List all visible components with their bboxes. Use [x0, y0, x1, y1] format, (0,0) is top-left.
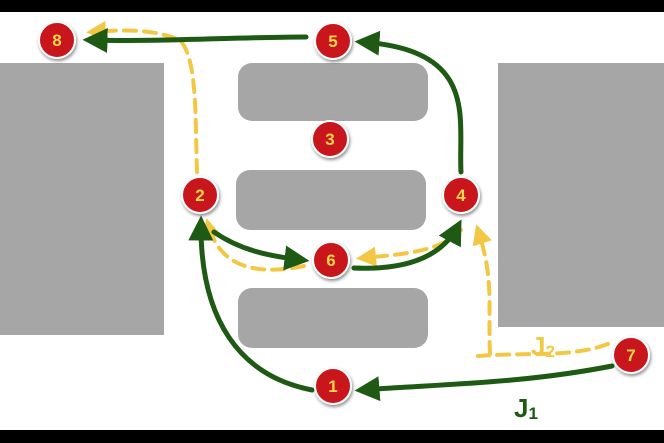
right-block: [498, 63, 664, 327]
node-7: 7: [612, 336, 650, 374]
node-1: 1: [314, 367, 352, 405]
path-j1-edge-4-to-5: [354, 30, 464, 175]
node-5-label: 5: [328, 32, 337, 51]
path-j1-edge-6-to-4: [351, 219, 462, 271]
node-8: 8: [38, 21, 76, 59]
node-6: 6: [312, 241, 350, 279]
node-3-circle: [311, 120, 349, 158]
node-3: 3: [311, 120, 349, 158]
middle-block-top: [238, 63, 428, 121]
node-4-label: 4: [456, 186, 466, 205]
nodes-layer: 1 2 3 4 5 6 7 8: [38, 21, 650, 405]
path-j1-edge-5-to-8: [82, 28, 309, 53]
middle-block-bottom: [238, 288, 428, 348]
path-j1-edge-2-to-6: [211, 229, 310, 271]
node-5: 5: [314, 22, 352, 60]
path-j1-edges: [82, 28, 615, 402]
node-4: 4: [442, 176, 480, 214]
node-8-label: 8: [52, 31, 61, 50]
node-8-circle: [38, 21, 76, 59]
path-j2-edge-6-to-2: [201, 218, 306, 272]
path-j1-label-name: J: [514, 393, 528, 423]
node-2: 2: [181, 176, 219, 214]
path-j1-edge-1-to-2: [188, 215, 315, 393]
path-j2-label-subscript: 2: [545, 342, 554, 361]
node-7-label: 7: [626, 346, 635, 365]
path-j1-edge-7-to-1: [354, 363, 615, 402]
path-j2-edge-2-to-8: [86, 21, 199, 174]
node-5-circle: [314, 22, 352, 60]
frame-top: [0, 0, 664, 12]
node-6-circle: [312, 241, 350, 279]
frame-bottom: [0, 430, 664, 443]
path-j2-edge-7-to-4: [478, 230, 610, 358]
path-j1-label-subscript: 1: [528, 404, 537, 423]
node-2-circle: [181, 176, 219, 214]
node-1-label: 1: [328, 377, 337, 396]
node-3-label: 3: [325, 130, 334, 149]
node-4-circle: [442, 176, 480, 214]
node-1-circle: [314, 367, 352, 405]
middle-block-center: [236, 170, 426, 230]
path-j2-label: J2: [531, 331, 555, 361]
path-j2-label-name: J: [531, 331, 545, 361]
left-block: [0, 63, 164, 335]
path-j1-label: J1: [514, 393, 538, 423]
node-6-label: 6: [326, 251, 335, 270]
node-2-label: 2: [195, 186, 204, 205]
node-7-circle: [612, 336, 650, 374]
